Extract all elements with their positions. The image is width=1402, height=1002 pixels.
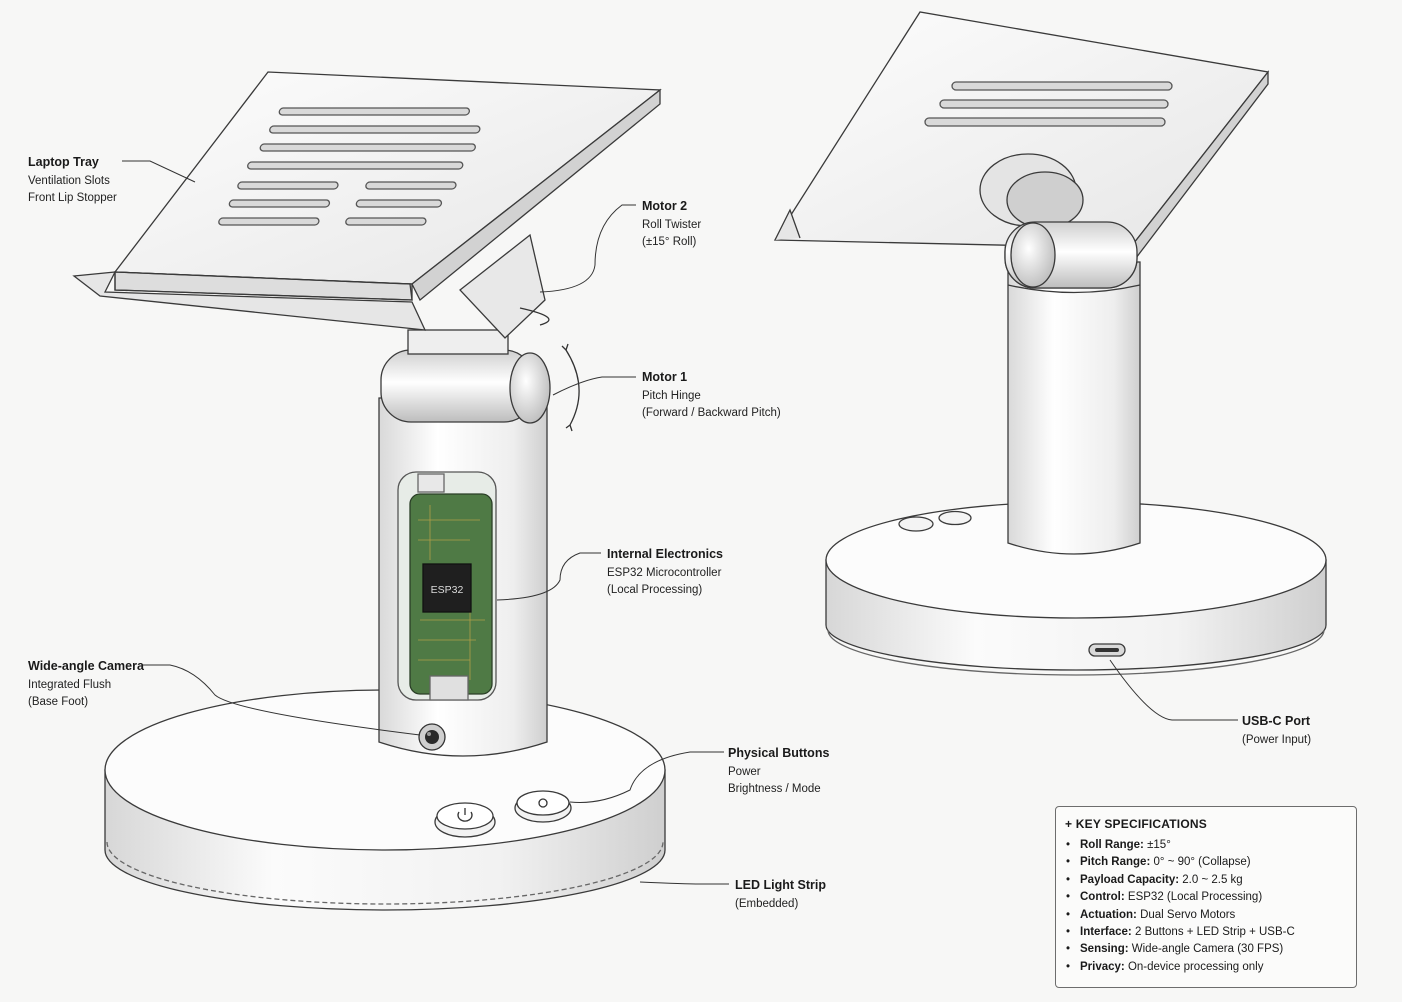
callout-title: Physical Buttons [728, 746, 830, 760]
spec-item: •Sensing: Wide-angle Camera (30 FPS) [1066, 943, 1284, 956]
spec-item: •Actuation: Dual Servo Motors [1066, 908, 1236, 921]
callout-physical-buttons: Physical Buttons Power Brightness / Mode [728, 744, 829, 797]
specs-list: •Roll Range: ±15° •Pitch Range: 0° ~ 90°… [1066, 839, 1295, 978]
callout-line: Roll Twister [642, 219, 702, 232]
spec-key: Pitch Range: [1080, 856, 1151, 869]
callout-line: (Embedded) [735, 898, 799, 911]
left-stand: ESP32 [72, 71, 666, 911]
callout-internal-electronics: Internal Electronics ESP32 Microcontroll… [607, 545, 723, 598]
specs-heading-text: KEY SPECIFICATIONS [1075, 817, 1207, 831]
callout-line: (Power Input) [1242, 734, 1312, 747]
callout-title: Laptop Tray [28, 155, 99, 169]
spec-value: 2 Buttons + LED Strip + USB-C [1134, 925, 1295, 938]
spec-value: ESP32 (Local Processing) [1127, 891, 1263, 904]
spec-value: 2.0 ~ 2.5 kg [1182, 873, 1243, 886]
spec-item: •Roll Range: ±15° [1066, 839, 1171, 851]
chip-label: ESP32 [431, 584, 464, 596]
callout-line: (Local Processing) [607, 583, 703, 596]
callout-usb-c-port: USB-C Port (Power Input) [1242, 712, 1311, 749]
spec-key: Roll Range: [1080, 839, 1144, 851]
callout-title: Motor 2 [642, 199, 688, 213]
callout-line: Front Lip Stopper [28, 191, 117, 204]
callout-title: USB-C Port [1242, 714, 1311, 728]
callout-line: Brightness / Mode [728, 782, 821, 795]
callout-line: ESP32 Microcontroller [607, 567, 722, 580]
right-stand [773, 11, 1327, 676]
spec-key: Payload Capacity: [1080, 873, 1180, 886]
leader-lines [122, 160, 1238, 885]
callout-line: Power [728, 766, 761, 779]
key-specifications-box: + KEY SPECIFICATIONS •Roll Range: ±15° •… [1055, 806, 1357, 988]
spec-value: ±15° [1147, 839, 1171, 851]
spec-key: Sensing: [1080, 943, 1129, 956]
spec-item: •Interface: 2 Buttons + LED Strip + USB-… [1066, 925, 1295, 938]
callout-motor-2: Motor 2 Roll Twister (±15° Roll) [642, 197, 701, 250]
spec-key: Interface: [1080, 925, 1132, 938]
callout-line: (Base Foot) [28, 695, 89, 708]
spec-key: Actuation: [1080, 908, 1137, 921]
spec-value: 0° ~ 90° (Collapse) [1153, 856, 1251, 869]
callout-wide-angle-camera: Wide-angle Camera Integrated Flush (Base… [28, 657, 144, 710]
spec-key: Privacy: [1080, 960, 1125, 973]
spec-item: •Privacy: On-device processing only [1066, 960, 1264, 973]
callout-title: Wide-angle Camera [28, 659, 144, 673]
callout-motor-1: Motor 1 Pitch Hinge (Forward / Backward … [642, 368, 781, 421]
callout-led-light-strip: LED Light Strip (Embedded) [735, 876, 826, 913]
callout-line: (Forward / Backward Pitch) [642, 406, 781, 419]
callout-line: Pitch Hinge [642, 390, 701, 403]
callout-title: Motor 1 [642, 370, 688, 384]
callout-title: LED Light Strip [735, 878, 826, 892]
specs-heading: + KEY SPECIFICATIONS [1065, 817, 1207, 831]
spec-item: •Payload Capacity: 2.0 ~ 2.5 kg [1066, 873, 1243, 886]
callout-laptop-tray: Laptop Tray Ventilation Slots Front Lip … [28, 153, 117, 206]
spec-value: On-device processing only [1127, 960, 1264, 973]
callout-line: (±15° Roll) [642, 235, 697, 248]
callout-line: Ventilation Slots [28, 175, 110, 188]
spec-item: •Control: ESP32 (Local Processing) [1066, 891, 1263, 904]
callout-title: Internal Electronics [607, 547, 724, 561]
spec-value: Dual Servo Motors [1140, 908, 1236, 921]
spec-item: •Pitch Range: 0° ~ 90° (Collapse) [1066, 856, 1251, 869]
spec-value: Wide-angle Camera (30 FPS) [1131, 943, 1284, 956]
callout-line: Integrated Flush [28, 679, 112, 692]
spec-key: Control: [1080, 891, 1125, 904]
